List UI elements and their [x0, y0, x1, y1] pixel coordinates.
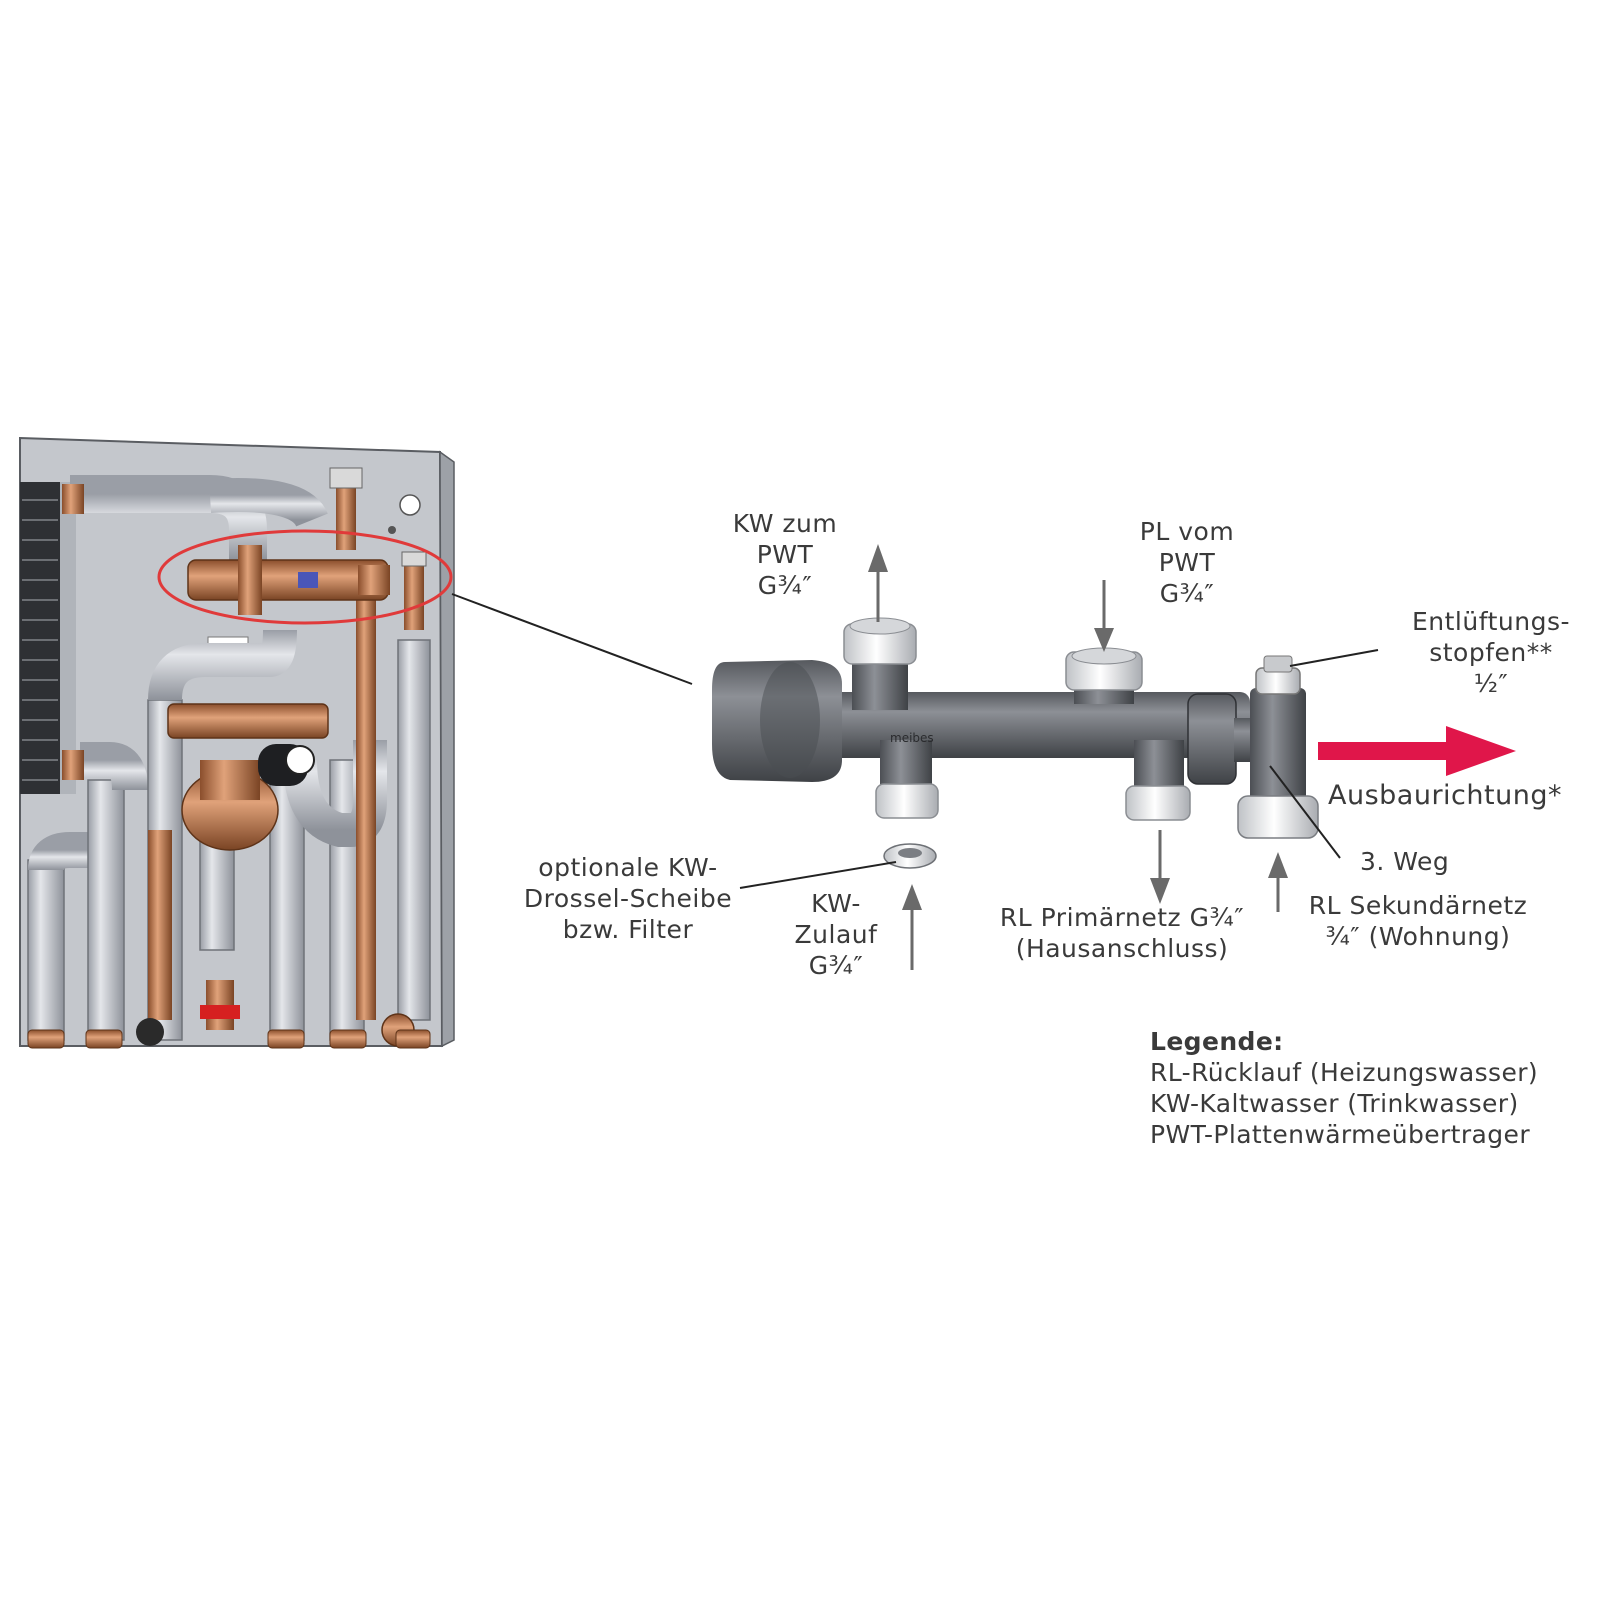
label-3-weg: 3. Weg [1360, 847, 1450, 876]
legend-item: RL-Rücklauf (Heizungswasser) [1150, 1058, 1539, 1087]
union-nut [1187, 693, 1237, 785]
arrow-kw-in-head [902, 884, 922, 910]
label-entlueftungsstopfen: Entlüftungs- stopfen** ½″ [1411, 607, 1570, 698]
arrow-pl-in-head [1094, 628, 1114, 652]
label-rl-sekundaernetz: RL Sekundärnetz ¾″ (Wohnung) [1308, 891, 1528, 951]
body-marking: meibes [890, 731, 934, 745]
distributor-detail: meibes [712, 617, 1319, 869]
label-leaders [739, 649, 1379, 889]
label-kw-zum-pwt: KW zum PWT G¾″ [732, 509, 838, 600]
highlight-ellipse [157, 529, 453, 625]
rl-primary-outlet [1134, 740, 1184, 790]
legend-item: PWT-Plattenwärmeübertrager [1150, 1120, 1531, 1149]
mounting-hole [388, 526, 396, 534]
arrow-kw-out-head [868, 544, 888, 572]
legend: Legende: RL-Rücklauf (Heizungswasser) KW… [1150, 1026, 1538, 1150]
removal-direction-arrow [1318, 726, 1516, 776]
tee-fitting [1250, 688, 1306, 818]
secondary-nut [1237, 795, 1319, 839]
legend-item: KW-Kaltwasser (Trinkwasser) [1150, 1089, 1519, 1118]
plate-heat-exchanger [20, 482, 76, 794]
label-kw-zulauf: KW- Zulauf G¾″ [794, 889, 878, 980]
station-illustration [19, 436, 455, 1049]
arrow-rl-primary-head [1150, 878, 1170, 904]
label-rl-primaernetz: RL Primärnetz G¾″ (Hausanschluss) [999, 903, 1245, 963]
label-optionale-drossel: optionale KW- Drossel-Scheibe bzw. Filte… [523, 853, 733, 944]
detail-leader-line [451, 593, 693, 685]
label-ausbaurichtung: Ausbaurichtung* [1328, 780, 1562, 811]
legend-title: Legende: [1150, 1027, 1284, 1056]
panel-side [439, 450, 455, 1048]
mounting-hole [399, 494, 421, 516]
arrow-rl-secondary-head [1268, 852, 1288, 878]
label-pl-vom-pwt: PL vom PWT G¾″ [1139, 517, 1235, 608]
flow-arrows [868, 544, 1288, 970]
